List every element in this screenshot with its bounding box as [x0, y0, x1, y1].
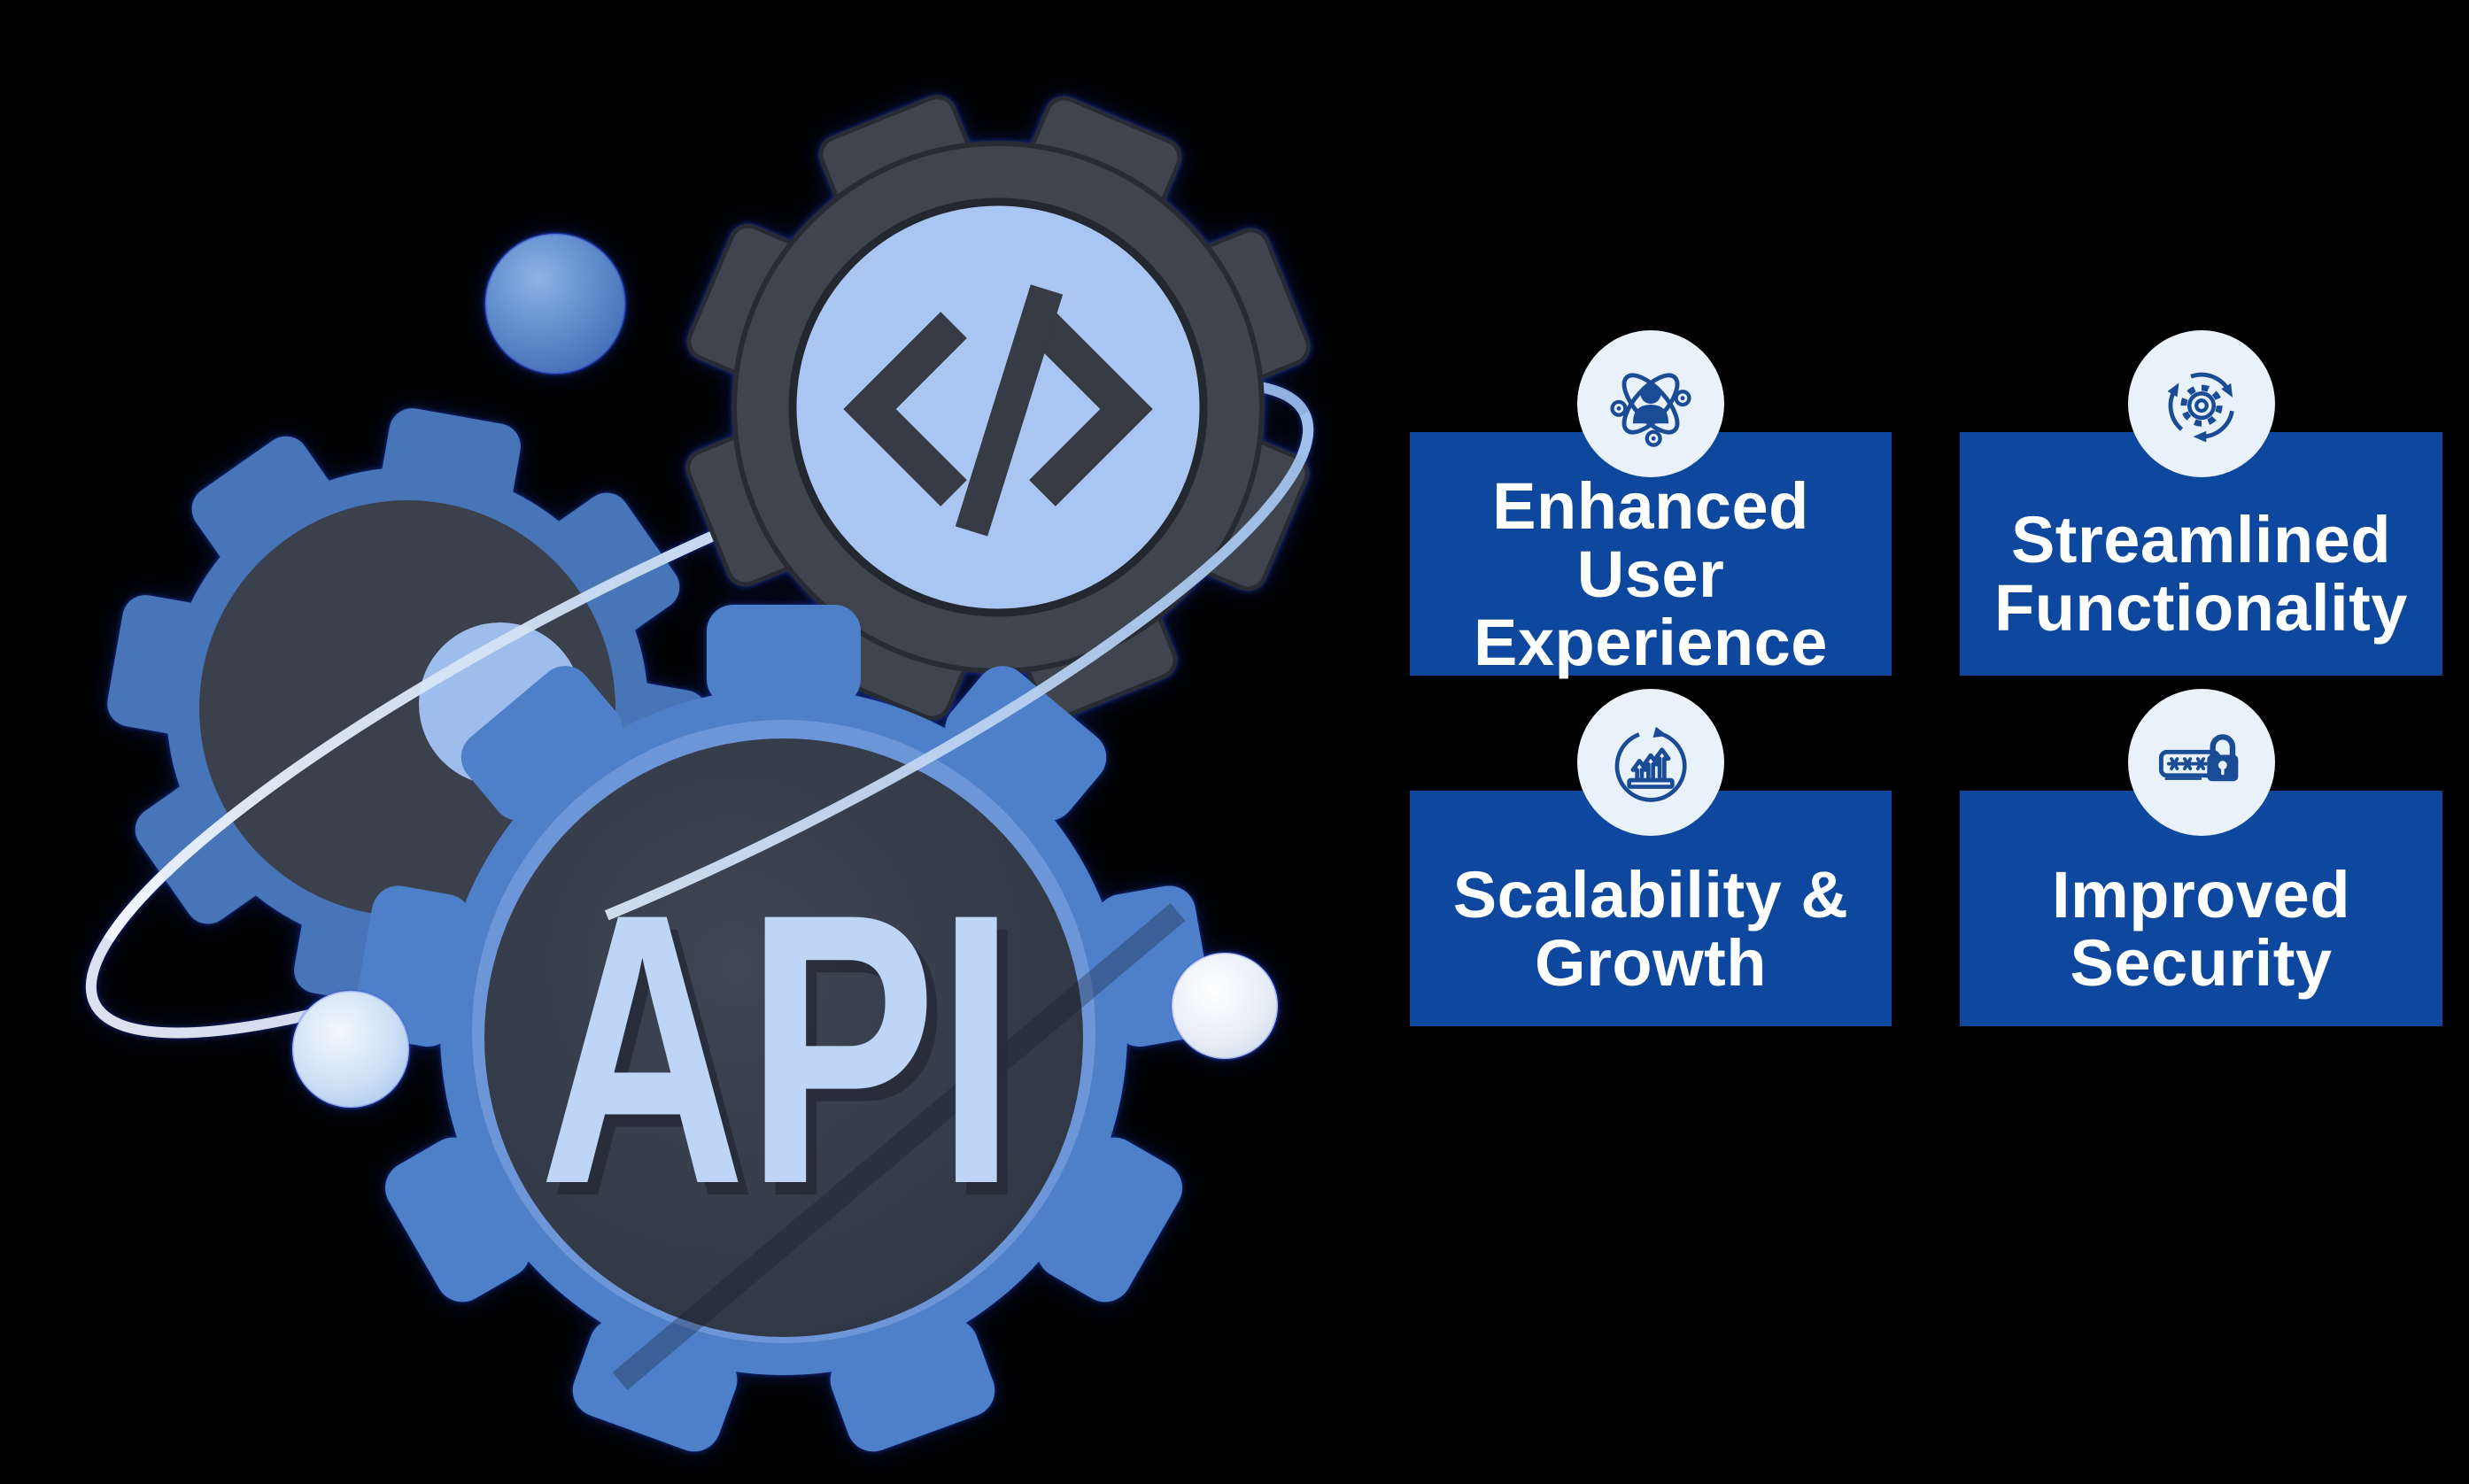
gear-code [685, 95, 1311, 721]
card-improved-security: Improved Security [1960, 689, 2442, 1026]
white-sphere [1170, 951, 1280, 1061]
card-title-line: Growth [1535, 925, 1767, 1000]
card-icon-circle [1577, 689, 1724, 836]
api-label: API [539, 834, 1016, 1264]
card-title-line: Improved [2051, 857, 2351, 931]
card-title: Scalability & Growth [1453, 861, 1849, 997]
electron-node [1645, 429, 1662, 447]
card-title-line: Functionality [1994, 571, 2408, 645]
lock-shackle [2210, 734, 2235, 756]
electron-node [1610, 399, 1628, 417]
card-title-line: Security [2070, 925, 2333, 1000]
sync-gear-icon [2167, 372, 2234, 443]
card-icon-circle [1577, 330, 1724, 477]
card-title-line: Scalability & [1452, 857, 1849, 931]
card-title: Enhanced User Experience [1474, 472, 1828, 676]
card-title-line: Enhanced [1492, 468, 1809, 543]
code-icon [843, 284, 1153, 537]
card-title-line: User [1576, 537, 1725, 611]
card-icon-circle [2127, 689, 2275, 836]
password-lock-icon [2158, 734, 2238, 782]
growth-arrows-icon [1614, 726, 1687, 802]
blue-sphere [484, 232, 627, 375]
card-scalability-growth: Scalability & Growth [1410, 689, 1892, 1026]
card-title-line: Streamlined [2010, 503, 2392, 576]
gear-api-teeth [354, 605, 1213, 1452]
light-sphere [290, 989, 411, 1109]
card-title: Improved Security [2052, 861, 2350, 997]
orbit-ring-front-arc [604, 411, 1314, 921]
gear-api: API API [354, 605, 1213, 1452]
card-icon-circle [2127, 330, 2275, 477]
card-streamlined-functionality: Streamlined Functionality [1960, 330, 2442, 676]
electron-node [1674, 390, 1691, 407]
card-enhanced-user-experience: Enhanced User Experience [1410, 330, 1892, 676]
card-title-line: Experience [1474, 605, 1828, 679]
card-title: Streamlined Functionality [1994, 506, 2408, 642]
api-gears-illustration: API API [85, 95, 1314, 1452]
api-label-shadow: API [550, 846, 1026, 1277]
asterisks [2166, 757, 2208, 771]
atom-user-icon [1610, 373, 1691, 447]
